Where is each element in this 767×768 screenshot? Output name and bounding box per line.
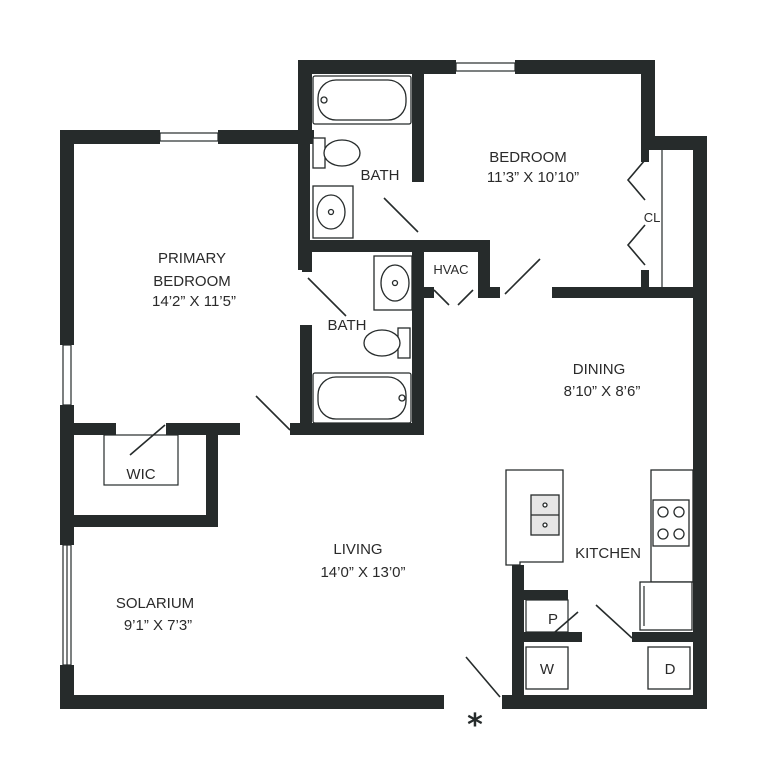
wall-pantry-top [512,590,568,600]
wall-top-right [515,60,655,74]
wall-bath-outer [298,60,312,144]
wall-bottom-right [502,695,707,709]
refrigerator [639,581,693,631]
wall-hvac-right [478,240,490,298]
door-upper-bath [383,197,419,233]
wall-left-mid [60,405,74,545]
hvac-label: HVAC [433,262,468,277]
wall-bottom-left [60,695,444,709]
wall-dryer-top [632,632,700,642]
wall-bedroom-bottom [552,287,707,298]
dryer-label: D [665,661,676,678]
kitchen-name: KITCHEN [575,545,641,562]
wall-pantry-bottom [512,632,582,642]
wall-primary-top-right [218,130,314,144]
door-hvac-right [457,289,474,306]
washer-label: W [540,661,555,678]
bedroom-name: BEDROOM [489,149,567,166]
wall-bath-left [298,144,310,270]
stove [652,499,690,547]
dryer [647,646,691,690]
primary-bedroom-size: 14’2” X 11’5” [152,293,236,310]
wall-lower-bath-bottom [290,423,424,435]
dining-size: 8’10” X 8’6” [564,383,641,400]
door-lower-bath [307,277,347,317]
solarium-name: SOLARIUM [116,595,194,612]
door-closet-upper [626,159,646,201]
bath-upper-name: BATH [361,167,400,184]
wall-primary-top-left [60,130,160,144]
wall-bath-divider [298,240,490,252]
window-primary [159,132,219,142]
room-labels: BEDROOM 11’3” X 10’10” BATH BATH HVAC CL… [116,149,676,743]
dining-name: DINING [573,361,626,378]
wall-bedroom-right [641,60,655,150]
entry-marker: * [467,708,483,743]
wall-lower-bath-stub [302,252,312,272]
wic-shelf [103,434,179,486]
window-primary-side [62,344,72,406]
primary-bedroom-name-line2: BEDROOM [153,273,231,290]
window-bedroom [455,62,516,72]
living-size: 14’0” X 13’0” [320,564,405,581]
door-wic [129,424,166,456]
wall-wic-bottom [74,515,218,527]
wall-cl-bottom [641,270,649,298]
bedroom-size: 11’3” X 10’10” [487,169,579,186]
bath-lower-name: BATH [328,317,367,334]
wall-wic-top-right [166,423,240,435]
washer [525,646,569,690]
doors [129,159,646,698]
wall-left-upper [60,130,74,345]
walls [60,60,707,709]
wall-right-exterior [693,136,707,708]
wall-bath-inner [412,60,424,182]
door-closet-lower [626,224,646,266]
living-name: LIVING [333,541,382,558]
pantry-shelf [525,599,569,633]
primary-bedroom-name-line1: PRIMARY [158,250,226,267]
closet-label: CL [644,210,661,225]
wall-hvac-stub [420,287,434,298]
fixtures [103,75,694,690]
door-entry [465,656,501,698]
wall-hvac-bottom [478,287,500,298]
pantry-label: P [548,611,558,628]
door-laundry [595,604,633,639]
door-primary-bedroom [255,395,291,431]
wall-lower-bath-right [412,240,424,435]
door-bedroom [504,258,541,295]
wall-lower-bath-left [300,325,312,435]
wic-label: WIC [126,466,155,483]
wall-top-left [298,60,456,74]
wall-cl-top [641,150,649,162]
door-pantry [554,611,579,633]
solarium-size: 9’1” X 7’3” [124,617,192,634]
wall-closet-top [641,136,707,150]
windows [62,62,516,666]
wall-wic-top-left [74,423,116,435]
toilet-upper [312,137,326,169]
door-hvac-left [433,289,450,306]
wall-wic-right [206,423,218,527]
